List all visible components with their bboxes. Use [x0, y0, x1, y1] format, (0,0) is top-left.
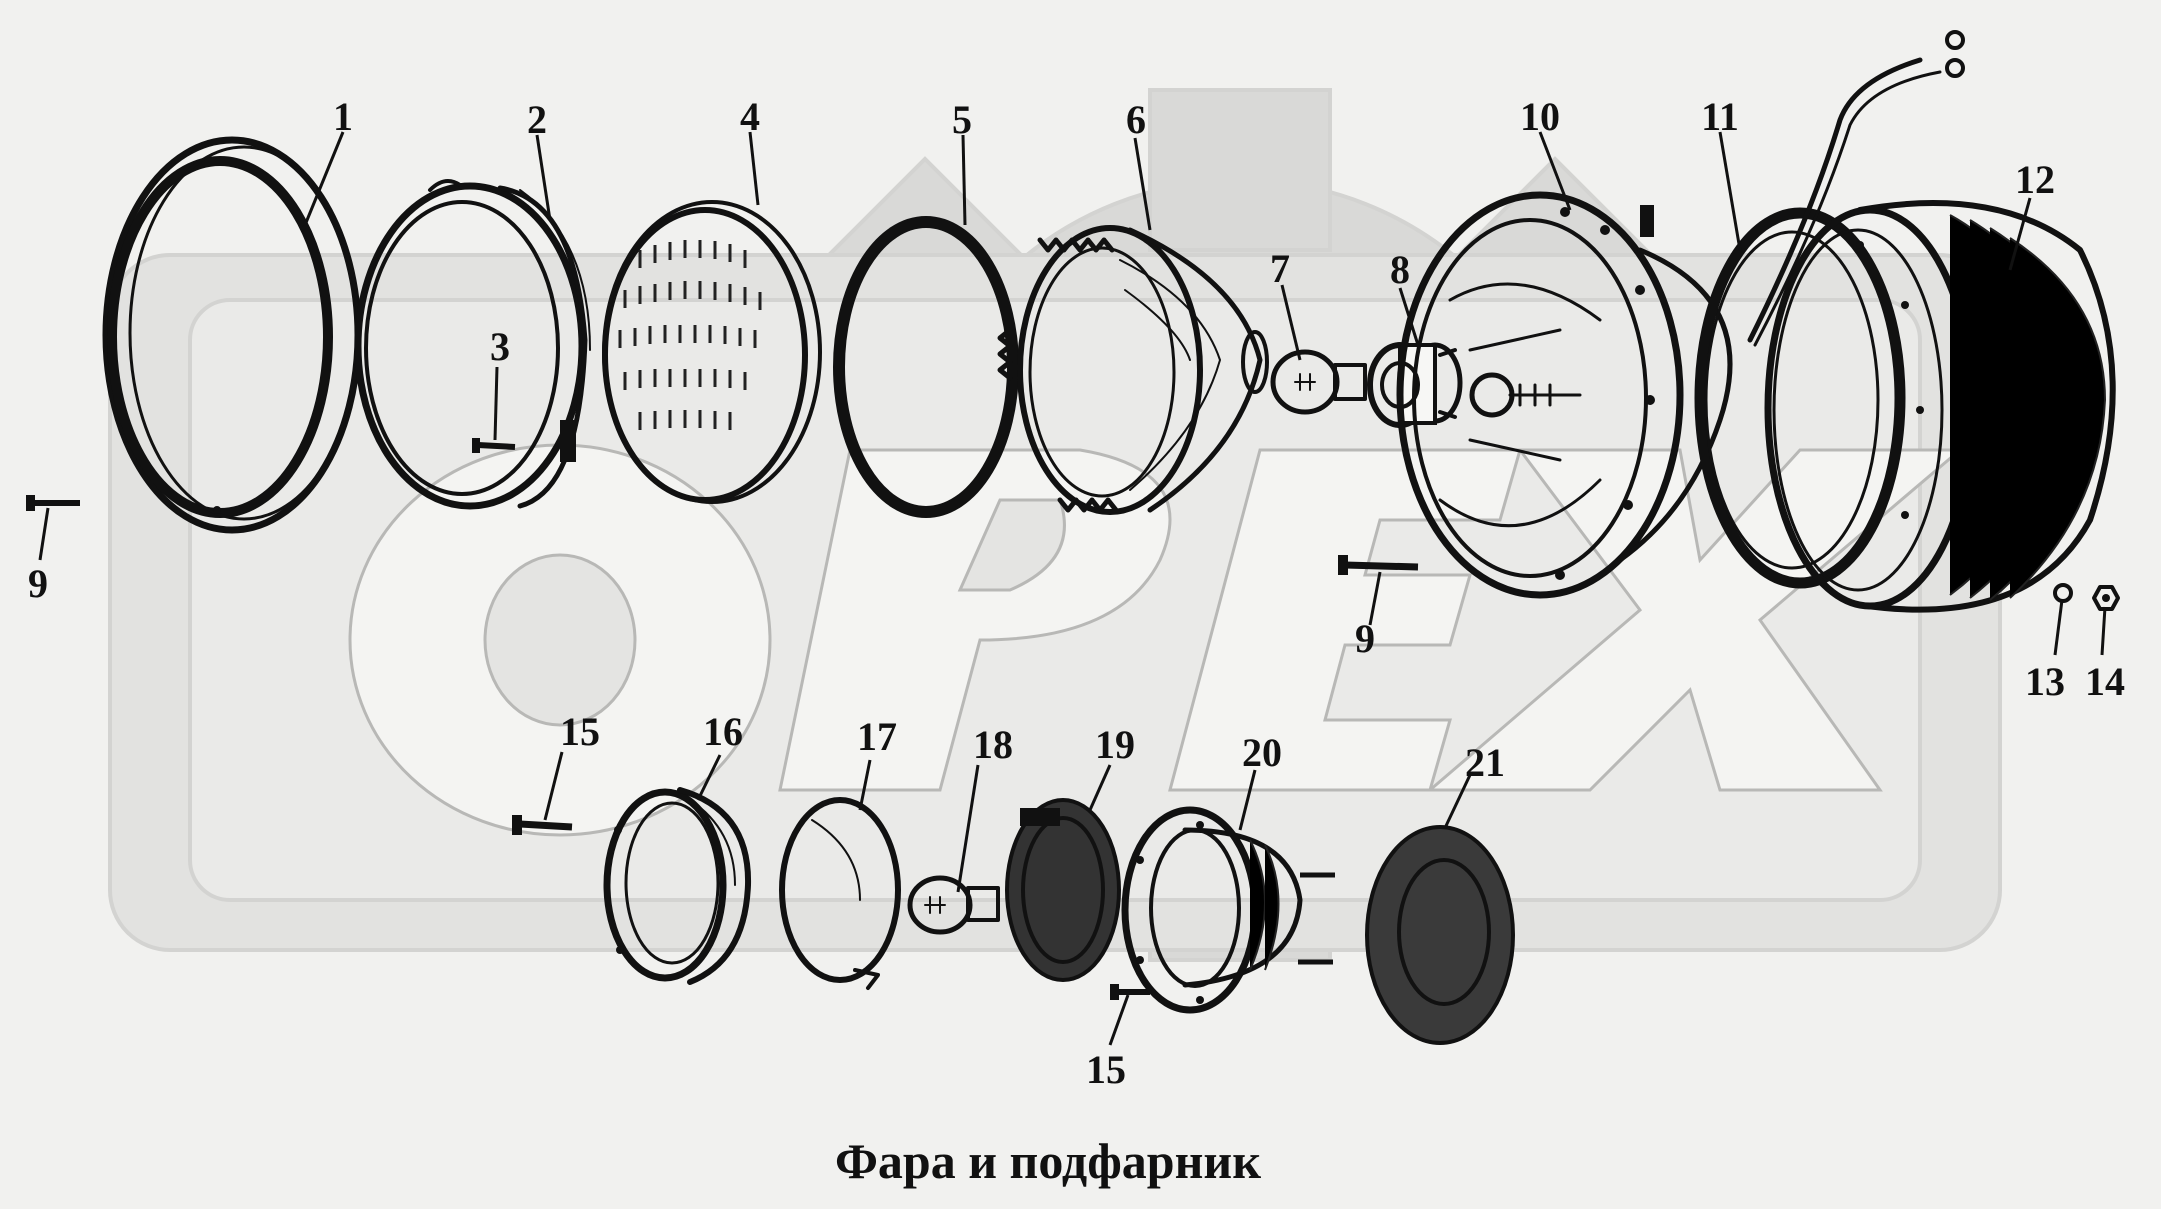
part-9-screw-left-icon [26, 495, 80, 511]
leader-lines [38, 131, 2107, 1046]
callout-12: 12 [2015, 157, 2055, 202]
callout-16: 16 [703, 709, 743, 754]
part-9-screw-center-icon [1338, 555, 1419, 575]
callout-19: 19 [1095, 722, 1135, 767]
callout-3: 3 [490, 324, 510, 369]
part-13-washer-icon [2053, 583, 2073, 603]
part-3-screw-icon [472, 438, 516, 453]
part-17-sidelight-lens [779, 797, 901, 990]
part-18-sidelight-bulb-icon [907, 875, 1000, 935]
part-20-sidelight-housing [1121, 806, 1335, 1014]
callout-4: 4 [740, 94, 760, 139]
callout-10: 10 [1520, 94, 1560, 139]
part-15-screw-left-icon [512, 815, 573, 835]
callout-6: 6 [1126, 97, 1146, 142]
callout-9-center: 9 [1355, 616, 1375, 661]
callout-8: 8 [1390, 247, 1410, 292]
part-6-reflector [997, 225, 1269, 515]
callout-11: 11 [1701, 94, 1739, 139]
part-5-gasket [833, 216, 1019, 518]
callout-17: 17 [857, 714, 897, 759]
callout-2: 2 [527, 97, 547, 142]
diagram-caption: Фара и подфарник [835, 1133, 1261, 1189]
part-15-screw-bottom-icon [1110, 984, 1150, 1000]
part-4-lens [602, 200, 822, 504]
callout-18: 18 [973, 722, 1013, 767]
part-19-gasket [1005, 798, 1121, 982]
callout-7: 7 [1270, 246, 1290, 291]
opex-watermark-text [348, 443, 1965, 837]
callout-13: 13 [2025, 659, 2065, 704]
part-16-sidelight-rim [603, 787, 752, 985]
callout-21: 21 [1465, 740, 1505, 785]
part-2-inner-rim [354, 179, 591, 510]
callout-9-left: 9 [28, 561, 48, 606]
part-10-housing [1396, 191, 1733, 599]
part-7-bulb-icon [1270, 349, 1367, 415]
callout-15-left: 15 [560, 709, 600, 754]
callout-1: 1 [333, 94, 353, 139]
callout-5: 5 [952, 97, 972, 142]
part-12-shell [1747, 30, 2116, 613]
part-14-nut-icon [2092, 585, 2120, 611]
part-11-gasket [1694, 207, 1906, 589]
callout-20: 20 [1242, 730, 1282, 775]
callout-15-bottom: 15 [1086, 1047, 1126, 1092]
callout-labels: 1 2 3 4 5 6 7 8 9 9 10 11 12 13 14 15 15… [28, 94, 2125, 1092]
part-21-seal [1365, 825, 1515, 1045]
callout-14: 14 [2085, 659, 2125, 704]
